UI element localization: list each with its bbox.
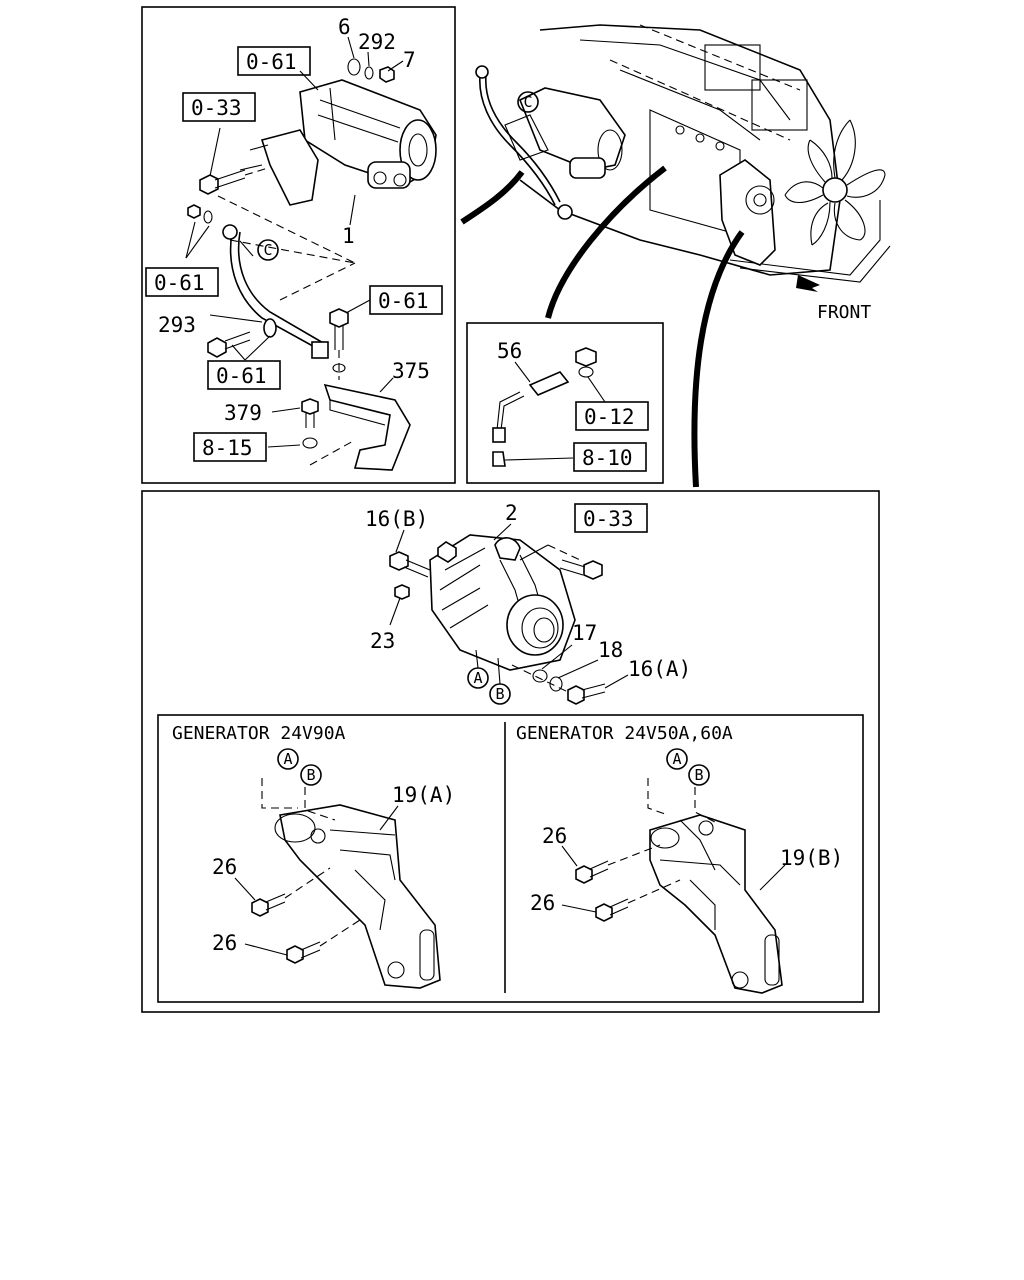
part-6: 6 (338, 15, 351, 39)
bolt-26-50a-lower (595, 898, 629, 922)
part-17: 17 (572, 621, 597, 645)
circle-b-50a: B (694, 766, 703, 784)
washer-18 (549, 676, 563, 692)
bolt-26-50a-upper (575, 860, 609, 884)
part-1: 1 (342, 224, 355, 248)
bolt (329, 308, 349, 350)
bracket-90a-title: GENERATOR 24V90A (172, 723, 346, 744)
front-label: FRONT (817, 302, 871, 323)
bracket-19a (274, 804, 441, 989)
ref-0-33: 0-33 (191, 96, 242, 120)
bolt-0-33 (559, 559, 603, 580)
sensor-clip (492, 451, 506, 467)
part-7: 7 (403, 48, 416, 72)
generator-panel: 16(B) 2 23 17 18 16(A) 0-33 A B GENERATO… (141, 490, 880, 1013)
engine-cable (475, 65, 573, 220)
engine-block (519, 24, 891, 283)
circle-a-90a: A (283, 750, 292, 768)
part-292: 292 (358, 30, 396, 54)
bracket-375 (323, 383, 411, 471)
ref-8-15: 8-15 (202, 436, 253, 460)
callout-arrow-sensor (545, 165, 667, 319)
part-26-b: 26 (212, 931, 237, 955)
ref-0-61-c: 0-61 (378, 289, 429, 313)
ref-0-61-d: 0-61 (216, 364, 267, 388)
circle-a-50a: A (672, 750, 681, 768)
front-arrow-icon (796, 275, 820, 292)
bolt (199, 169, 246, 195)
bolt (207, 331, 251, 358)
callout-arrow-starter (460, 170, 525, 225)
part-56: 56 (497, 339, 522, 363)
washer-292 (364, 66, 374, 80)
ref-0-12: 0-12 (584, 405, 635, 429)
circle-c-overview: C (523, 93, 532, 111)
leader-b (304, 787, 336, 821)
ref-0-61-b: 0-61 (154, 271, 205, 295)
part-16b: 16(B) (365, 507, 428, 531)
part-16a: 16(A) (628, 657, 691, 681)
leader-a (261, 778, 298, 809)
sensor-panel: 56 0-12 8-10 (466, 322, 664, 484)
ref-0-33-gen: 0-33 (583, 507, 634, 531)
circle-b: B (495, 685, 504, 703)
engine-alternator (719, 159, 776, 266)
part-19a: 19(A) (392, 783, 455, 807)
bracket-90a-panel: GENERATOR 24V90A A B (172, 723, 455, 989)
engine-overview: C FRONT (460, 24, 891, 488)
circle-c: C (263, 241, 272, 259)
ref-8-10: 8-10 (582, 446, 633, 470)
part-2: 2 (505, 501, 518, 525)
part-26-a: 26 (212, 855, 237, 879)
circle-a: A (473, 669, 482, 687)
circle-b-90a: B (306, 766, 315, 784)
bolt-16b (389, 551, 431, 578)
sensor-bolt (575, 347, 597, 367)
part-19b: 19(B) (780, 846, 843, 870)
engine-starter (504, 87, 626, 179)
part-26-d: 26 (530, 891, 555, 915)
starter-motor (239, 79, 437, 206)
starter-panel: 0-61 0-33 0-61 0-61 0-61 8-15 6 292 7 1 … (141, 6, 456, 484)
bolt-379 (301, 398, 319, 449)
bracket-19b (649, 814, 783, 994)
callout-arrow-generator (691, 230, 745, 488)
part-23: 23 (370, 629, 395, 653)
leader-a-50a (647, 778, 669, 816)
leader-b-50a (694, 787, 716, 823)
washer-17 (532, 669, 548, 683)
ref-0-61-a: 0-61 (246, 50, 297, 74)
washer-6 (347, 58, 361, 76)
bolt-16a (567, 683, 606, 705)
nut (187, 204, 201, 219)
sensor-56 (492, 371, 570, 443)
alternator-2 (429, 534, 576, 671)
cable-293 (222, 224, 329, 359)
part-293: 293 (158, 313, 196, 337)
bracket-50a-panel: GENERATOR 24V50A,60A A B (516, 723, 843, 994)
part-375: 375 (392, 359, 430, 383)
nut-7 (379, 66, 395, 83)
bracket-50a-title: GENERATOR 24V50A,60A (516, 723, 733, 744)
bolt-26-lower (286, 941, 321, 964)
part-379: 379 (224, 401, 262, 425)
part-26-c: 26 (542, 824, 567, 848)
washer (203, 210, 213, 224)
fan (784, 119, 886, 246)
part-18: 18 (598, 638, 623, 662)
bolt-26-upper (251, 893, 286, 917)
nut-23 (394, 584, 410, 600)
